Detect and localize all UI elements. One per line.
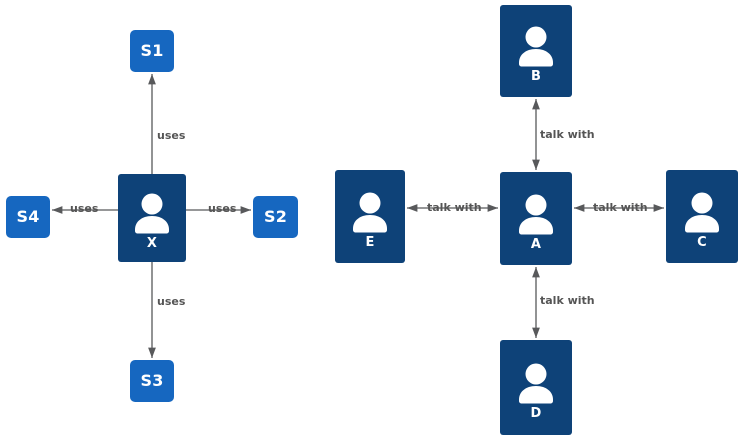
node-a[interactable]: A [500, 172, 572, 265]
edge-label-a-b: talk with [540, 128, 595, 141]
node-s2[interactable]: S2 [253, 196, 298, 238]
node-s4[interactable]: S4 [6, 196, 50, 238]
edge-label-x-s2: uses [208, 202, 237, 215]
node-label-c: C [697, 234, 707, 250]
edge-label-c-a: talk with [593, 201, 648, 214]
node-s1[interactable]: S1 [130, 30, 174, 72]
node-label-x: X [146, 236, 158, 251]
node-label-s3: S3 [140, 371, 164, 390]
node-e[interactable]: E [335, 170, 405, 263]
node-label-s2: S2 [263, 207, 288, 226]
edge-label-e-a: talk with [427, 201, 482, 214]
node-label-d: D [530, 405, 542, 421]
node-label-e: E [365, 234, 375, 250]
node-label-s1: S1 [140, 41, 164, 60]
person-icon [135, 193, 169, 234]
person-icon [353, 192, 387, 232]
person-icon [685, 192, 719, 232]
node-label-b: B [530, 69, 542, 84]
node-d[interactable]: D [500, 340, 572, 435]
node-x[interactable]: X [118, 174, 186, 262]
node-label-s4: S4 [16, 207, 40, 226]
edge-label-a-d: talk with [540, 294, 595, 307]
person-icon [519, 363, 553, 403]
edge-label-x-s4: uses [70, 202, 99, 215]
edge-label-x-s1: uses [157, 129, 186, 142]
node-s3[interactable]: S3 [130, 360, 174, 402]
node-c[interactable]: C [666, 170, 738, 263]
node-label-a: A [530, 236, 542, 252]
node-b[interactable]: B [500, 5, 572, 97]
person-icon [519, 194, 553, 234]
edge-label-x-s3: uses [157, 295, 186, 308]
person-icon [519, 26, 553, 67]
